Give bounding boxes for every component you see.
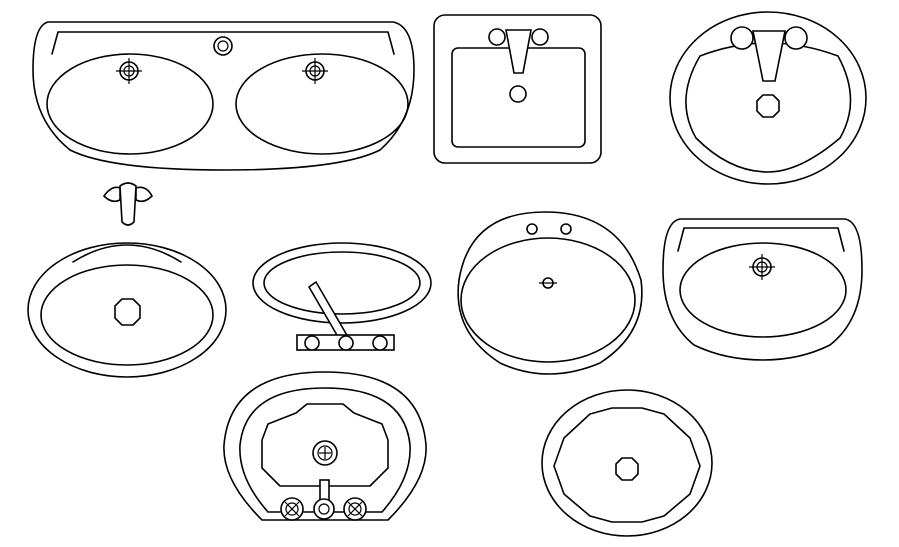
right-bowl	[235, 53, 409, 155]
right-knob-icon	[372, 335, 388, 351]
drain-icon	[114, 298, 141, 326]
inner-rim	[239, 387, 411, 513]
drain-icon	[312, 440, 338, 466]
oval-vessel-with-bar-faucet	[252, 242, 432, 351]
right-knob-icon	[531, 28, 549, 46]
left-valve-icon	[280, 497, 304, 521]
rim-outline	[541, 389, 713, 537]
horseshoe-basin-with-mixer	[223, 371, 427, 521]
bowl	[679, 242, 847, 338]
bowl	[261, 403, 389, 487]
round-basin-two-holes	[457, 211, 643, 375]
spout-icon	[505, 29, 532, 74]
oval-basin-lever-faucet	[27, 182, 227, 378]
right-handle-icon	[135, 186, 153, 203]
double-basin-vanity	[32, 21, 415, 171]
round-basin-two-knob-faucet	[669, 11, 867, 185]
left-tap-hole-icon	[526, 223, 538, 235]
right-valve-icon	[343, 497, 367, 521]
back-ledge	[72, 244, 182, 263]
drain-icon	[615, 457, 639, 481]
bowl	[40, 264, 214, 366]
left-handle-icon	[102, 186, 121, 203]
rectangular-pedestal-basin	[662, 218, 863, 361]
right-drain-icon	[302, 58, 328, 84]
right-tap-hole-icon	[560, 223, 572, 235]
left-bowl	[46, 53, 214, 155]
tap-hole-icon	[213, 36, 233, 56]
left-knob-icon	[488, 28, 506, 46]
vanity-outline	[32, 21, 415, 171]
left-drain-icon	[116, 58, 142, 84]
left-knob-icon	[730, 26, 754, 50]
bowl	[460, 237, 636, 363]
rim-outline	[27, 242, 227, 378]
left-knob-icon	[304, 335, 320, 351]
counter-outline	[433, 14, 602, 164]
drain-icon	[749, 254, 775, 280]
rim-outline	[252, 242, 432, 324]
bowl	[553, 407, 701, 523]
right-knob-icon	[784, 26, 808, 50]
drain-icon	[509, 85, 527, 103]
spout-icon	[752, 30, 786, 82]
drain-icon	[539, 277, 557, 289]
rim-outline	[669, 11, 867, 185]
lever-icon	[119, 182, 137, 226]
round-undermount-basin	[541, 389, 713, 537]
mixer-icon	[313, 498, 335, 520]
rim-outline	[223, 371, 427, 521]
bowl	[263, 251, 421, 315]
center-knob-icon	[338, 335, 354, 351]
drain-icon	[756, 94, 780, 118]
rim-outline	[457, 211, 643, 375]
vanity-backsplash	[51, 31, 395, 55]
square-drop-in-basin	[433, 14, 602, 164]
backsplash	[677, 227, 845, 252]
rim-outline	[662, 218, 863, 361]
